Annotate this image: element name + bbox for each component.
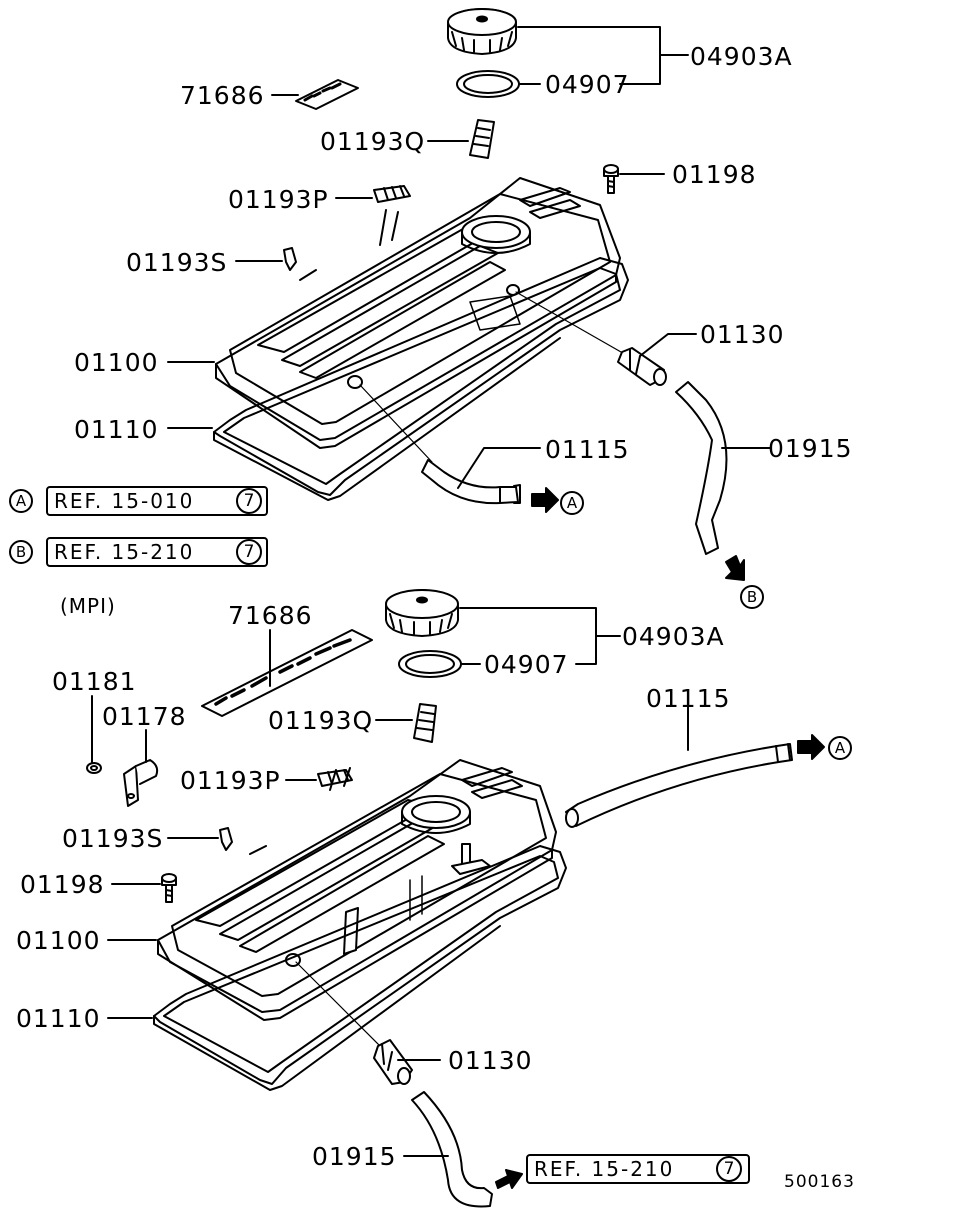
nut-bottom: [86, 762, 102, 774]
ref-box-b: [46, 537, 268, 567]
label-clip-q-top: 01193Q: [320, 127, 426, 156]
hose-a-bottom: [565, 743, 793, 828]
valve-cover-bottom: [157, 759, 557, 1021]
label-cap-gasket-top: 04907: [545, 70, 630, 99]
ref-text-a: REF. 15-010: [54, 489, 195, 513]
label-cover-bottom: 01100: [16, 926, 101, 955]
leader-cap-assy-top: [517, 26, 689, 85]
clip-s-top: [283, 247, 297, 271]
label-clip-p-bottom: 01193P: [180, 766, 281, 795]
ref-num-a: 7: [236, 488, 262, 514]
clip-q-bottom: [413, 703, 437, 743]
label-clip-q-bottom: 01193Q: [268, 706, 374, 735]
label-cover-top: 01100: [74, 348, 159, 377]
arrow-b-target-top: B: [740, 585, 764, 609]
label-emblem-bottom: 71686: [228, 601, 313, 630]
connector-line-bottom: [295, 961, 385, 1051]
emblem-bottom: [201, 629, 373, 717]
label-bolt-bottom: 01198: [20, 870, 105, 899]
leader-cap-assy-bottom: [459, 607, 621, 665]
clip-p-top: [373, 185, 411, 203]
gasket-top: [213, 257, 629, 501]
leader-hose-a-top: [457, 447, 541, 489]
label-cap-gasket-bottom: 04907: [484, 650, 569, 679]
ref-text-b: REF. 15-210: [54, 540, 195, 564]
label-bracket-bottom: 01178: [102, 702, 187, 731]
label-hose-a-top: 01115: [545, 435, 630, 464]
cap-gasket-top: [456, 70, 520, 98]
label-clip-p-top: 01193P: [228, 185, 329, 214]
bolt-top: [603, 164, 619, 194]
label-cap-assy-top: 04903A: [690, 42, 793, 71]
valve-cover-top: [215, 177, 621, 449]
label-emblem-top: 71686: [180, 81, 265, 110]
label-gasket-bottom: 01110: [16, 1004, 101, 1033]
label-clip-s-top: 01193S: [126, 248, 228, 277]
bolt-bottom: [161, 873, 177, 903]
arrow-b-top: [725, 555, 745, 581]
ref-letter-a: A: [9, 489, 33, 513]
clip-s-bottom: [219, 827, 233, 851]
hose-a-top: [421, 459, 521, 505]
label-valve-bottom: 01130: [448, 1046, 533, 1075]
clip-q-top: [469, 119, 495, 159]
label-gasket-top: 01110: [74, 415, 159, 444]
arrow-a-target-top: A: [560, 491, 584, 515]
oil-filler-cap-bottom: [385, 589, 459, 637]
arrow-bottom-ref: [495, 1169, 523, 1189]
label-nut-bottom: 01181: [52, 667, 137, 696]
oil-filler-cap-top: [447, 8, 517, 55]
label-hose-b-bottom: 01915: [312, 1142, 397, 1171]
label-bolt-top: 01198: [672, 160, 757, 189]
label-hose-a-bottom: 01115: [646, 684, 731, 713]
leader-valve-top: [639, 333, 697, 357]
label-clip-s-bottom: 01193S: [62, 824, 164, 853]
arrow-a-target-bottom: A: [828, 736, 852, 760]
connector-line-top-1: [359, 384, 433, 463]
emblem-top: [295, 79, 359, 110]
pcv-valve-top: [617, 347, 667, 386]
variant-label: (MPI): [60, 594, 116, 618]
bracket-bottom: [123, 759, 159, 807]
cap-gasket-bottom: [398, 650, 462, 678]
ref-text-bottom: REF. 15-210: [534, 1157, 675, 1181]
hose-b-top: [675, 381, 728, 555]
diagram-id: 500163: [784, 1172, 855, 1192]
label-hose-b-top: 01915: [768, 434, 853, 463]
ref-letter-b: B: [9, 540, 33, 564]
arrow-a-top: [531, 487, 559, 513]
gasket-bottom: [153, 845, 567, 1091]
label-cap-assy-bottom: 04903A: [622, 622, 725, 651]
connector-line-top-2: [515, 291, 629, 357]
pcv-valve-bottom: [373, 1039, 413, 1085]
ref-num-b: 7: [236, 539, 262, 565]
label-valve-top: 01130: [700, 320, 785, 349]
arrow-a-bottom: [797, 734, 825, 760]
ref-num-bottom: 7: [716, 1156, 742, 1182]
ref-box-bottom: [526, 1154, 750, 1184]
ref-box-a: [46, 486, 268, 516]
hose-b-bottom: [411, 1091, 493, 1208]
